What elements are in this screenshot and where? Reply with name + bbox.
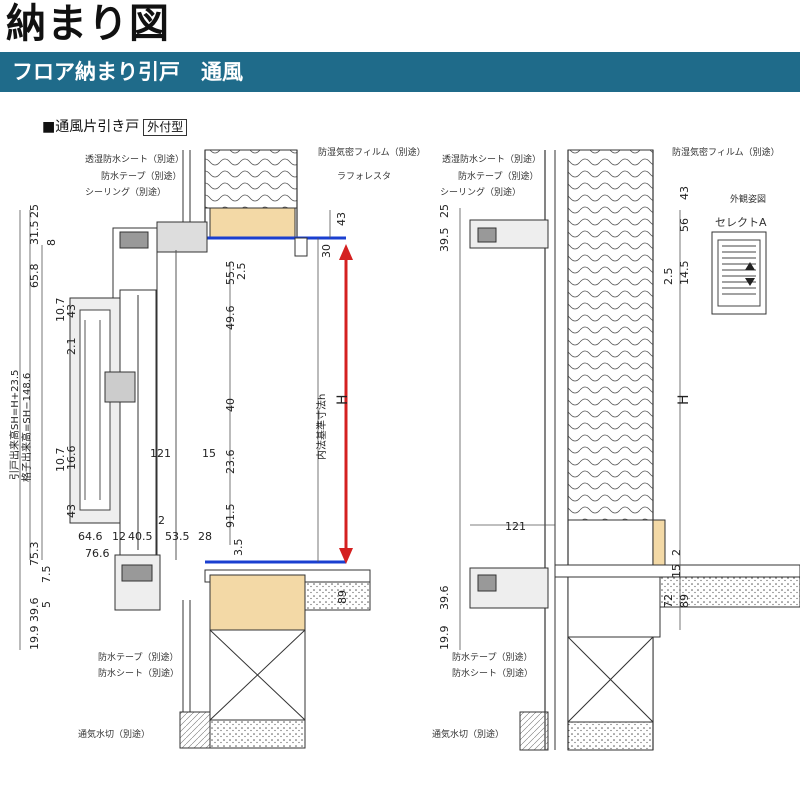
right-label-sealing: シーリング（別途） [440,186,521,198]
section-heading: ■通風片引き戸外付型 [42,118,188,136]
left-section [19,149,371,749]
banner-bar [0,52,800,92]
dim-43-right: 43 [335,212,348,226]
dim-76-6: 76.6 [85,547,110,560]
left-H-label: H [335,394,351,405]
dim-65-8: 65.8 [28,264,41,289]
right-label-vapor-film: 防湿気密フィルム（別途） [672,146,780,158]
right-dim-39-6: 39.6 [438,586,451,611]
dim-64-6: 64.6 [78,530,103,543]
dim-2-5: 2.5 [235,263,248,281]
left-sill-wood [209,574,306,631]
right-dim-2-5: 2.5 [662,268,675,286]
lattice-height-label: 格子出来高=SH−148.6 [20,373,33,482]
right-label-waterproof-tape-top: 防水テープ（別途） [458,170,538,182]
section-label: ■通風片引き戸 [42,119,140,135]
right-dim-43: 43 [678,186,691,200]
right-label-moisture-sheet: 透湿防水シート（別途） [442,153,541,165]
left-label-moisture-sheet: 透湿防水シート（別途） [85,153,184,165]
dim-3-5: 3.5 [232,539,245,557]
right-label-select-a: セレクトA [715,216,767,229]
dim-121: 121 [150,447,171,460]
dim-19-9: 19.9 [28,626,41,651]
right-dim-121: 121 [505,520,526,533]
dim-89: 89 [336,590,349,604]
dim-31-5: 31.5 [28,221,41,246]
right-wall-insulation [567,149,654,521]
left-label-waterproof-sheet: 防水シート（別途） [98,667,179,679]
dim-23-6: 23.6 [224,450,237,475]
dim-43a: 43 [65,304,78,318]
left-label-vent-drip: 通気水切（別途） [78,728,150,740]
dim-30: 30 [320,244,333,258]
left-header-wood [209,207,296,239]
right-dim-72: 72 [662,594,675,608]
right-dim-56: 56 [678,218,691,232]
right-dim-39-5: 39.5 [438,228,451,253]
dim-39-6: 39.6 [28,598,41,623]
left-label-vapor-film: 防湿気密フィルム（別途） [318,146,426,158]
dim-28: 28 [198,530,212,543]
dim-75-3: 75.3 [28,542,41,567]
type-box: 外付型 [143,119,188,136]
right-label-waterproof-sheet: 防水シート（別途） [452,667,533,679]
dim-8: 8 [45,239,58,246]
dim-5: 5 [40,601,53,608]
dim-10-7b: 10.7 [54,448,67,473]
right-dim-19-9: 19.9 [438,626,451,651]
dim-53-5: 53.5 [165,530,190,543]
dim-43b: 43 [65,504,78,518]
right-dim-14-5: 14.5 [678,261,691,286]
dim-7-5: 7.5 [40,566,53,584]
sh-label: 引戸出来高SH=H+23.5 [8,370,21,480]
dim-25: 25 [28,204,41,218]
up-arrow-icon [745,262,755,270]
dim-12: 12 [112,530,126,543]
right-label-vent-drip: 通気水切（別途） [432,728,504,740]
banner-title: フロア納まり引戸 通風 [12,60,243,84]
right-label-waterproof-tape-bottom: 防水テープ（別途） [452,651,532,663]
right-dim-25: 25 [438,204,451,218]
left-wall-insulation [204,149,298,209]
dim-2: 2 [158,514,165,527]
dim-40-5: 40.5 [128,530,153,543]
left-label-waterproof-tape-top: 防水テープ（別途） [101,170,181,182]
dim-49-6: 49.6 [224,306,237,331]
dim-16-6: 16.6 [65,446,78,471]
page-title: 納まり図 [6,1,170,47]
inner-standard-label: 内法基準寸法h [315,394,328,460]
left-label-waterproof-tape-bottom: 防水テープ（別途） [98,651,178,663]
dim-91-5: 91.5 [224,504,237,529]
right-section [459,149,800,751]
right-label-exterior-view: 外観姿図 [730,193,766,205]
right-dim-15: 15 [670,564,683,578]
right-dim-2: 2 [670,549,683,556]
left-label-lath: ラフォレスタ [337,171,391,182]
right-dim-89: 89 [678,594,691,608]
dim-2-1: 2.1 [65,338,78,356]
down-arrow-icon [745,278,755,286]
right-H-label: H [676,394,692,405]
dim-15: 15 [202,447,216,460]
dim-55-5: 55.5 [224,261,237,286]
left-label-sealing: シーリング（別途） [85,186,166,198]
left-frame-sill [114,554,161,611]
dim-40: 40 [224,398,237,412]
dim-10-7a: 10.7 [54,298,67,323]
